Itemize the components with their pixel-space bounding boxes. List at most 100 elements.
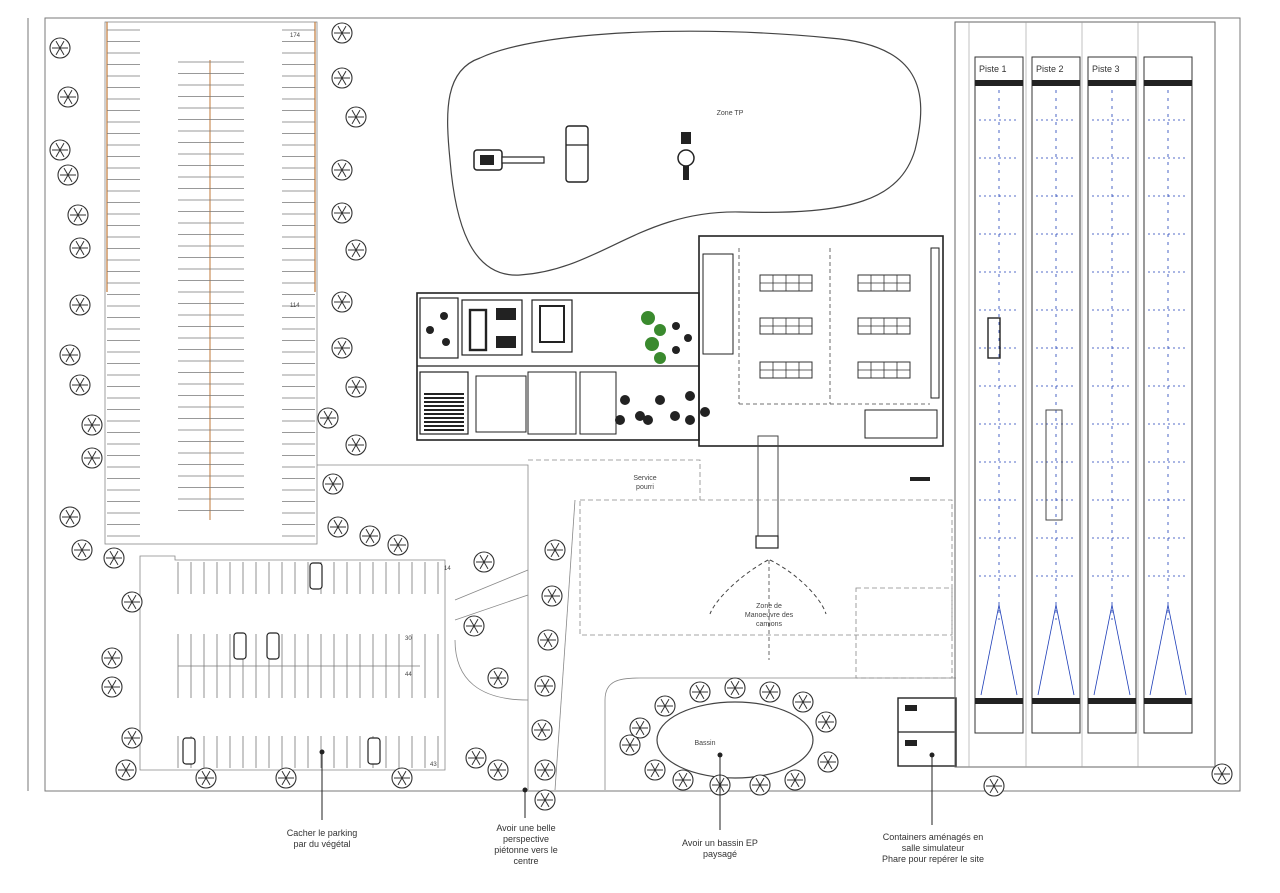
tree-icon <box>359 525 381 547</box>
tree-icon <box>121 727 143 749</box>
annotation-bassin-line-2: paysagé <box>702 849 738 859</box>
tree-icon <box>784 769 806 791</box>
tree-icon <box>195 767 217 789</box>
tree-icon <box>544 539 566 561</box>
tree-icon <box>537 629 559 651</box>
parking-count-lot-b1: 30 <box>405 636 412 642</box>
tree-icon <box>57 86 79 108</box>
tree-icon <box>689 681 711 703</box>
tree-icon <box>331 22 353 44</box>
tree-icon <box>463 615 485 637</box>
tree-icon <box>317 407 339 429</box>
tree-icon <box>1211 763 1233 785</box>
tree-icon <box>69 237 91 259</box>
leader-lines <box>321 752 933 830</box>
zone-tp-label: Zone TP <box>717 110 744 117</box>
tree-icon <box>81 447 103 469</box>
annotation-bassin-line-1: Avoir un bassin EP <box>682 838 758 848</box>
tree-icon <box>487 667 509 689</box>
tree-icon <box>724 677 746 699</box>
tree-icon <box>103 547 125 569</box>
manoeuvre-line-1: Zone de <box>756 603 782 610</box>
tree-icon <box>387 534 409 556</box>
service-label-2: pourri <box>636 484 654 491</box>
tree-icon <box>345 434 367 456</box>
tree-icon <box>465 747 487 769</box>
tree-icon <box>275 767 297 789</box>
tree-icon <box>792 691 814 713</box>
roads <box>317 464 956 791</box>
tree-icon <box>473 551 495 573</box>
tree-icon <box>749 774 771 796</box>
tree-icon <box>759 681 781 703</box>
tree-icon <box>71 539 93 561</box>
service-area: Service pourri <box>528 459 953 679</box>
parking-count-lot-b2: 44 <box>405 672 412 678</box>
tree-icon <box>115 759 137 781</box>
loading-dock: Zone de Manoeuvre des camions <box>709 435 827 660</box>
truck-icon <box>565 125 589 183</box>
excavator-icon <box>473 149 545 171</box>
zone-tp: Zone TP <box>447 30 922 276</box>
bassin-label: Bassin <box>694 740 715 747</box>
manoeuvre-line-3: camions <box>756 621 783 628</box>
tree-icon <box>534 759 556 781</box>
site-boundary <box>44 17 1241 792</box>
annotation-perspective-line-1: Avoir une belle <box>496 823 556 833</box>
tree-icon <box>541 585 563 607</box>
tree-icon <box>327 516 349 538</box>
tree-icon <box>331 67 353 89</box>
manoeuvre-line-2: Manoeuvre des <box>745 612 794 619</box>
annotation-perspective-line-2: perspective <box>502 834 550 844</box>
tree-icon <box>121 591 143 613</box>
tree-icon <box>534 789 556 811</box>
tree-icon <box>983 775 1005 797</box>
track-area: Piste 1 Piste 2 Piste 3 <box>954 21 1216 768</box>
tree-icon <box>331 291 353 313</box>
annotation-perspective-line-3: piétonne vers le <box>494 845 558 855</box>
tree-icon <box>629 717 651 739</box>
parking-count-top: 174 <box>290 33 301 39</box>
tree-icon <box>101 647 123 669</box>
annotation-bassin: Avoir un bassin EP paysagé <box>660 838 780 860</box>
annotation-parking: Cacher le parking par du végétal <box>262 828 382 850</box>
tree-icon <box>59 344 81 366</box>
main-parking: 174 114 <box>104 21 318 545</box>
piste-label: Piste 2 <box>1036 64 1064 74</box>
annotation-containers: Containers aménagés en salle simulateur … <box>858 832 1008 865</box>
parking-count-lot-a: 14 <box>444 566 451 572</box>
tree-icon <box>391 767 413 789</box>
tree-icon <box>49 37 71 59</box>
tree-icon <box>57 164 79 186</box>
tree-icon <box>644 759 666 781</box>
piste-label: Piste 3 <box>1092 64 1120 74</box>
piste-label: Piste 1 <box>979 64 1007 74</box>
warehouse <box>698 235 944 481</box>
tree-icon <box>331 337 353 359</box>
tree-icon <box>67 204 89 226</box>
annotation-parking-line-1: Cacher le parking <box>286 828 358 838</box>
tree-icon <box>49 139 71 161</box>
tree-icon <box>654 695 676 717</box>
annotation-perspective: Avoir une belle perspective piétonne ver… <box>478 823 574 867</box>
parking-count-lot-c: 43 <box>430 762 437 768</box>
roller-icon <box>677 132 695 180</box>
annotation-containers-line-2: salle simulateur <box>901 843 965 853</box>
bassin: Bassin <box>656 701 814 779</box>
annotation-parking-line-2: par du végétal <box>293 839 351 849</box>
tree-icon <box>101 676 123 698</box>
main-building <box>416 292 710 441</box>
tree-icon <box>817 751 839 773</box>
tree-icon <box>69 374 91 396</box>
tree-icon <box>619 734 641 756</box>
service-label-1: Service <box>633 475 656 482</box>
containers <box>897 697 957 767</box>
tree-icon <box>59 506 81 528</box>
tree-icon <box>487 759 509 781</box>
tree-icon <box>345 239 367 261</box>
tree-icon <box>531 719 553 741</box>
tree-icon <box>672 769 694 791</box>
tree-icon <box>322 473 344 495</box>
annotation-containers-line-1: Containers aménagés en <box>882 832 984 842</box>
